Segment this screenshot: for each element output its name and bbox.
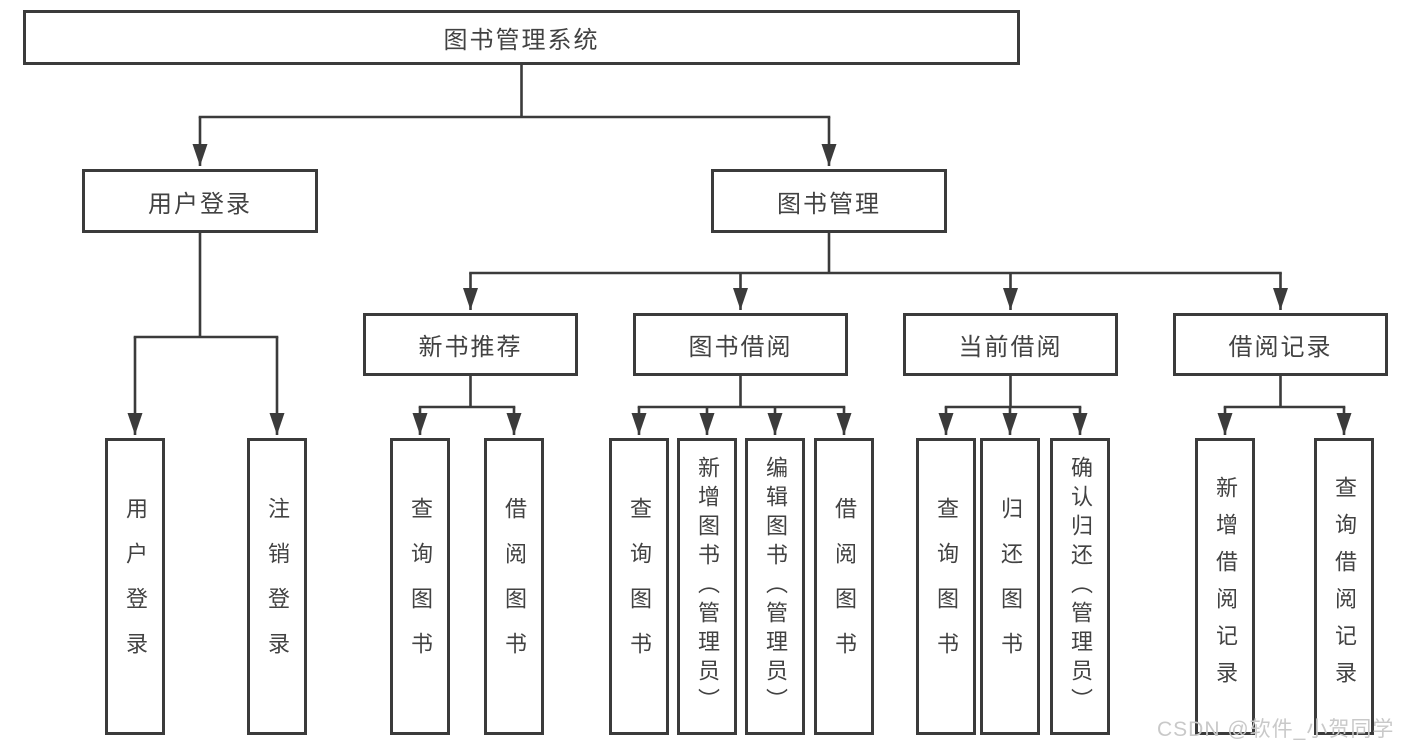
leaf-query-books-current: 查询图书	[916, 438, 976, 735]
node-book-management: 图书管理	[711, 169, 947, 233]
leaf-logout: 注销登录	[247, 438, 307, 735]
leaf-query-borrow-record: 查询借阅记录	[1314, 438, 1374, 735]
leaf-query-books-recommend: 查询图书	[390, 438, 450, 735]
csdn-watermark: CSDN @软件_小贺同学	[1157, 718, 1395, 741]
node-user-login: 用户登录	[82, 169, 318, 233]
leaf-borrow-books: 借阅图书	[814, 438, 874, 735]
leaf-add-borrow-record: 新增借阅记录	[1195, 438, 1255, 735]
leaf-return-books: 归还图书	[980, 438, 1040, 735]
leaf-edit-books-admin: 编辑图书（管理员）	[745, 438, 805, 735]
leaf-user-login: 用户登录	[105, 438, 165, 735]
leaf-add-books-admin: 新增图书（管理员）	[677, 438, 737, 735]
leaf-query-books-borrow: 查询图书	[609, 438, 669, 735]
node-root-system: 图书管理系统	[23, 10, 1020, 65]
node-book-borrow: 图书借阅	[633, 313, 848, 376]
node-current-borrow: 当前借阅	[903, 313, 1118, 376]
node-borrow-records: 借阅记录	[1173, 313, 1388, 376]
node-new-book-recommend: 新书推荐	[363, 313, 578, 376]
leaf-borrow-books-recommend: 借阅图书	[484, 438, 544, 735]
leaf-confirm-return-admin: 确认归还（管理员）	[1050, 438, 1110, 735]
